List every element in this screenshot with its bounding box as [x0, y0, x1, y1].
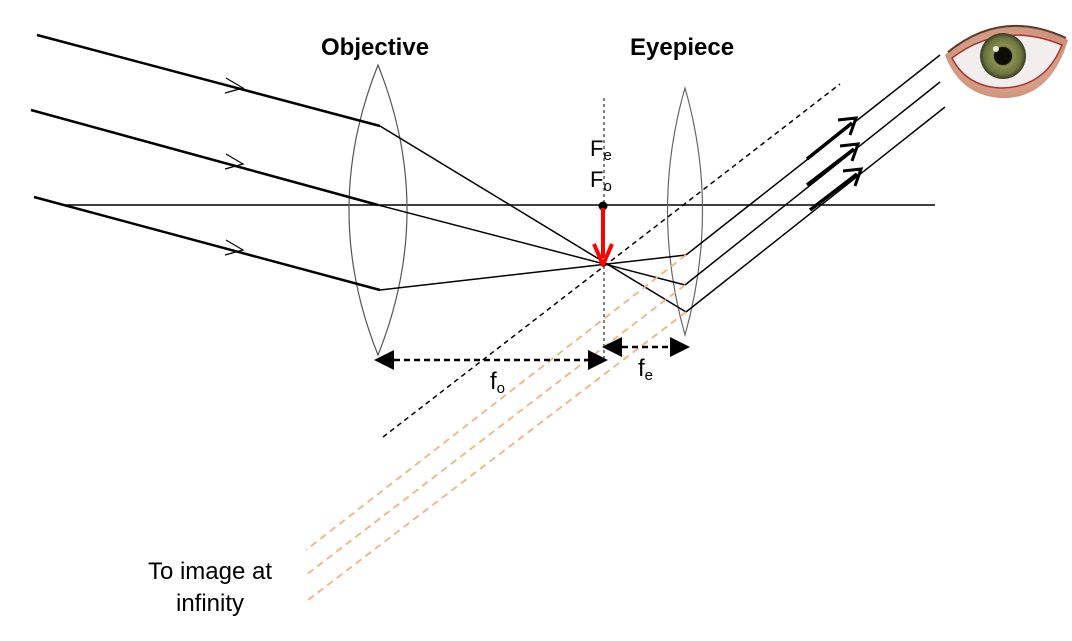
virtual-ray-1 [305, 254, 687, 551]
fe-point-label: Fe [590, 136, 612, 164]
incoming-ray-3 [33, 195, 381, 292]
outgoing-arrow-2 [805, 147, 856, 187]
fe-point-sub: e [603, 147, 612, 164]
virtual-ray-3 [307, 311, 687, 601]
internal-ray-2 [377, 204, 686, 286]
internal-ray-1 [379, 125, 687, 313]
outgoing-ray-3 [685, 106, 946, 313]
fo-distance-label: fo [490, 368, 505, 397]
caption-line-2: infinity [175, 590, 245, 617]
eyepiece-label: Eyepiece [630, 34, 735, 61]
infinity-caption: To image at infinity [130, 556, 290, 620]
fo-point-label: Fo [590, 167, 612, 195]
outgoing-arrowhead-2 [839, 142, 861, 162]
outgoing-arrow-3 [808, 172, 859, 212]
objective-label: Objective [321, 34, 430, 61]
ray-direction-mark-2 [224, 153, 245, 170]
outgoing-arrowhead-1 [837, 116, 859, 136]
caption-line-1: To image at [147, 558, 273, 585]
incoming-ray-1 [36, 33, 381, 128]
incoming-ray-2 [30, 108, 379, 207]
virtual-ray-2 [305, 284, 686, 576]
eyepiece-lens [666, 85, 704, 338]
fe-distance-label: fe [638, 355, 653, 384]
fe-point-main: F [590, 136, 604, 161]
fo-distance-sub: o [496, 380, 506, 397]
fe-distance-sub: e [644, 367, 654, 384]
intermediate-image-arrowhead [592, 243, 614, 267]
focal-point-dot [598, 201, 608, 211]
outgoing-arrow-1 [805, 121, 854, 161]
eye-image [945, 24, 1068, 99]
fo-point-main: F [590, 167, 604, 192]
ray-direction-mark-3 [224, 239, 245, 256]
construction-line [382, 83, 841, 438]
ray-direction-mark-1 [224, 77, 245, 94]
fo-distance-main: f [490, 368, 497, 395]
outgoing-ray-2 [684, 81, 941, 286]
fo-point-sub: o [603, 178, 612, 195]
outgoing-arrowhead-3 [842, 167, 864, 187]
fe-distance-main: f [638, 355, 645, 382]
internal-ray-3 [379, 254, 687, 291]
